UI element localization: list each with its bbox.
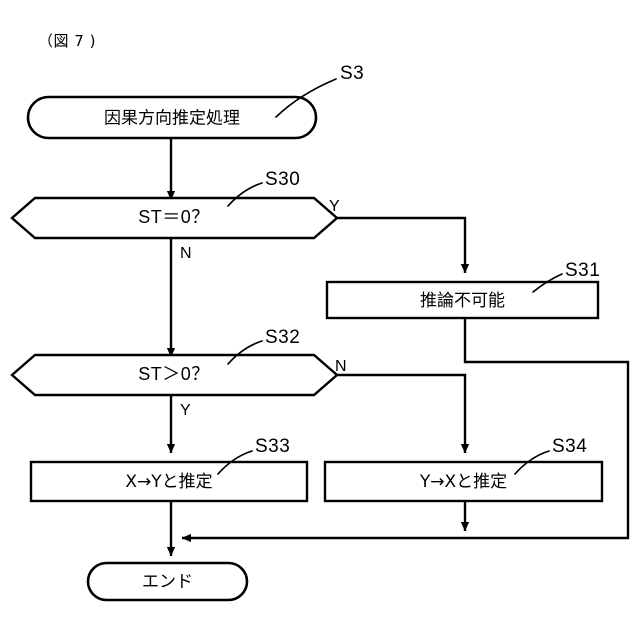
node-cannot-infer[interactable]: [325, 280, 600, 320]
connector-s32-no-to-s34: [337, 373, 470, 454]
node-estimate-y-to-x[interactable]: [323, 460, 604, 503]
node-end[interactable]: [86, 561, 249, 602]
connector-s30-yes-to-s31: [337, 216, 470, 274]
node-estimate-x-to-y[interactable]: [29, 460, 309, 503]
leader-line-s34: [514, 450, 550, 475]
branch-label-s32-yes: Y: [180, 402, 191, 419]
step-label-s34: S34: [552, 436, 587, 457]
node-decision-st-gt-0[interactable]: [10, 353, 339, 397]
leader-line-s30: [227, 182, 263, 207]
node-end-label: エンド: [142, 572, 193, 592]
node-decision-st-eq-0-label: ST＝0？: [138, 207, 210, 227]
figure-caption: （図 7 ): [38, 32, 96, 50]
node-decision-st-gt-0-label: ST＞0？: [138, 364, 210, 384]
leader-line-s3: [275, 78, 337, 118]
step-label-s31: S31: [565, 260, 600, 281]
step-label-s30: S30: [265, 169, 300, 190]
leader-line-s33: [217, 450, 253, 475]
node-estimate-x-to-y-label: X→Yと推定: [125, 472, 212, 492]
connector-s31-to-end-merge: [181, 318, 630, 543]
node-start-label: 因果方向推定処理: [104, 109, 240, 129]
branch-label-s32-no: N: [335, 358, 347, 375]
node-estimate-y-to-x-label: Y→Xと推定: [419, 472, 507, 492]
node-start[interactable]: [26, 95, 318, 140]
step-label-s3: S3: [340, 63, 364, 84]
leader-line-s31: [532, 273, 563, 293]
leader-line-s32: [227, 340, 263, 365]
branch-label-s30-yes: Y: [329, 198, 340, 215]
node-decision-st-eq-0[interactable]: [10, 196, 339, 240]
step-label-s33: S33: [255, 436, 290, 457]
branch-label-s30-no: N: [180, 245, 192, 262]
step-label-s32: S32: [265, 327, 300, 348]
node-cannot-infer-label: 推論不可能: [420, 291, 505, 311]
